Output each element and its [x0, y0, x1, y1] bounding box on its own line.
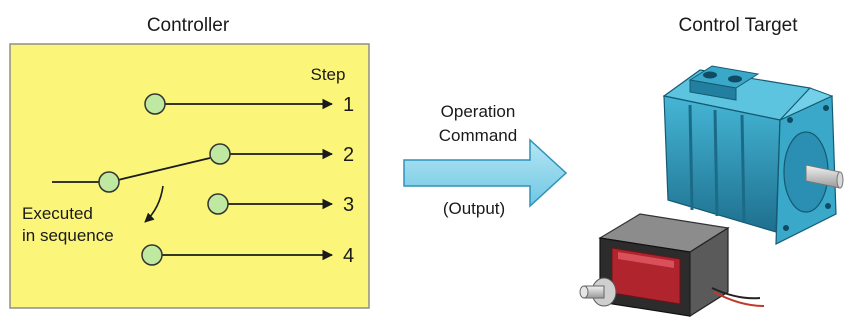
target-title: Control Target	[679, 15, 799, 36]
step-1-node	[144, 93, 166, 115]
arrow-label-output: (Output)	[443, 199, 505, 218]
step-4-label: 4	[343, 245, 354, 267]
controller-title: Controller	[147, 15, 230, 36]
step-header: Step	[311, 65, 346, 84]
note-executed: Executed	[22, 204, 93, 223]
switch-arm	[117, 157, 211, 181]
arrow-label-operation: Operation	[441, 102, 516, 121]
sequence-arrow	[144, 185, 164, 223]
note-in-sequence: in sequence	[22, 226, 114, 245]
arrow-label-command: Command	[439, 126, 517, 145]
step-2-node	[209, 143, 231, 165]
servo-motor-icon	[662, 65, 844, 245]
step-4-node	[141, 244, 163, 266]
solenoid-actuator-icon	[579, 213, 765, 318]
step-1-label: 1	[343, 94, 354, 116]
step-2-label: 2	[343, 144, 354, 166]
operation-command-arrow	[403, 138, 568, 208]
step-3-label: 3	[343, 194, 354, 216]
step-3-node	[207, 193, 229, 215]
input-node	[98, 171, 120, 193]
controller-panel	[9, 43, 370, 309]
